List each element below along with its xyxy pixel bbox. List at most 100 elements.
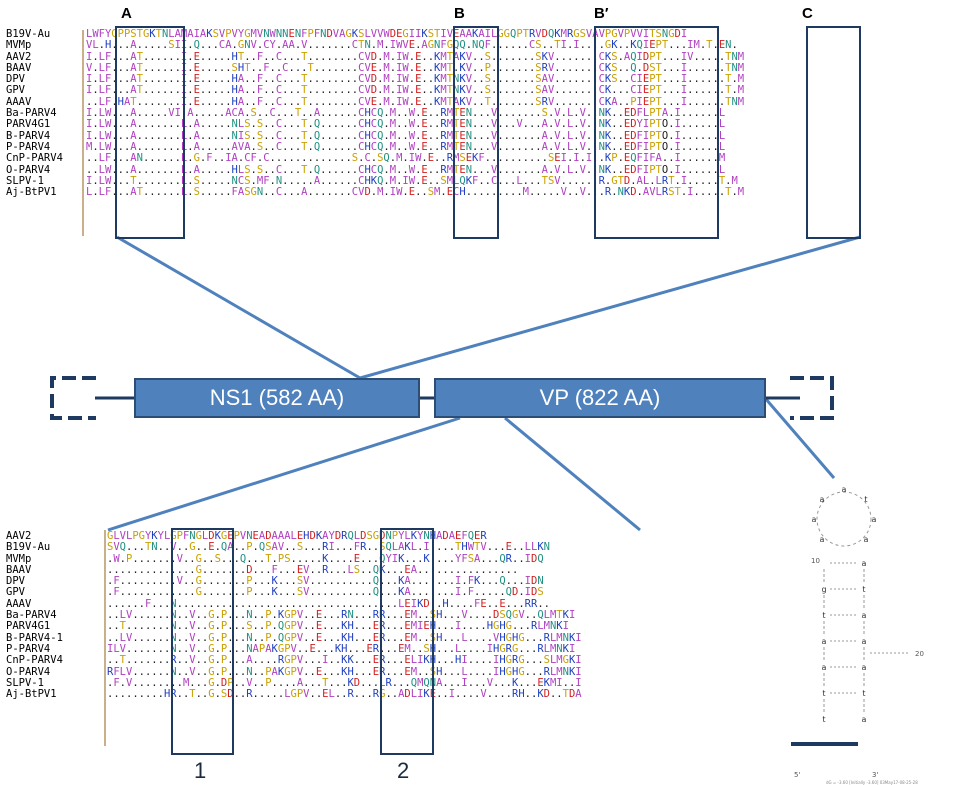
bottom-sequence-row: .F.........V..G.......P...K...SV........… (107, 575, 544, 588)
bottom-sequence-row: SVQ...TN..V..G..E.QA..P.QSAV..S...RI...F… (107, 541, 550, 554)
top-name-row: MVMp (6, 39, 32, 52)
hairpin-pos-10: 10 (811, 557, 820, 565)
motif-2-box (380, 528, 434, 755)
hairpin-base: a (862, 637, 867, 646)
top-sequence-row: VL.H...A.....SII.Q...CA.GNV.CY.AA.V.....… (86, 39, 738, 52)
site-Bprime-label: B′ (594, 5, 609, 22)
hairpin-base: a (862, 715, 867, 724)
site-A-box (115, 26, 185, 239)
motif-1-box (171, 528, 234, 755)
ns1-gene-block: NS1 (582 AA) (134, 378, 420, 418)
top-sequence-row: L.LF...AT......L.S.....FASGN..C...A.....… (86, 186, 745, 199)
bottom-name-row: P-PARV4 (6, 642, 51, 655)
connector-A (116, 235, 361, 380)
connector-hairpin (763, 397, 836, 479)
top-alignment-sequences: LWFYGPPSTGKTNLAMAIAKSVPVYGMVNWNNENFPFNDV… (86, 29, 964, 198)
bottom-name-row: O-PARV4 (6, 665, 51, 678)
top-name-row: B19V-Au (6, 28, 51, 40)
vp-gene-block: VP (822 AA) (434, 378, 766, 418)
bottom-name-row: B-PARV4-1 (6, 631, 63, 644)
vp-label: VP (822 AA) (539, 385, 661, 410)
bottom-alignment-divider (104, 530, 106, 746)
bottom-name-row: PARV4G1 (6, 620, 51, 633)
site-A-label: A (121, 5, 132, 22)
top-name-row: SLPV-1 (6, 174, 44, 187)
bottom-name-row: AAV2 (6, 530, 32, 542)
hairpin-base: a (842, 485, 847, 494)
ns1-label: NS1 (582 AA) (209, 385, 345, 410)
hairpin-base: t (822, 715, 825, 724)
hairpin-base: a (862, 559, 867, 568)
bottom-name-row: Aj-BtPV1 (6, 688, 57, 701)
bottom-sequence-row: .F.V........M...G.DP..V..P....A...T...KD… (107, 676, 582, 689)
hairpin-base: t (862, 689, 865, 698)
top-name-row: Ba-PARV4 (6, 107, 57, 120)
top-sequence-row: I.LF...AT......I.E.....HA..F..C...T.....… (86, 84, 745, 97)
bottom-sequence-row: .........HR..T..G.SD..R.....LGPV..EL..R.… (107, 688, 582, 701)
right-terminal-hairpin (790, 376, 834, 420)
top-name-row: DPV (6, 73, 25, 86)
hairpin-base: t (822, 689, 825, 698)
bottom-alignment-sequences: GLVLPGYKYLGPFNGLDKGEPVNEADAAALEHDKAYDRQL… (107, 531, 639, 700)
top-name-row: AAAV (6, 95, 32, 108)
top-name-row: Aj-BtPV1 (6, 186, 57, 199)
hairpin-5prime: 5' (794, 771, 800, 779)
bottom-name-row: MVMp (6, 552, 32, 565)
hairpin-base: t (864, 495, 867, 504)
site-C-label: C (802, 5, 813, 22)
hairpin-base: t (862, 585, 865, 594)
bottom-sequence-row: ..T.......N..V..G.P...S..P.QGPV..E...KH.… (107, 620, 569, 633)
hairpin-caption: dG = -3.60 [Initially -3.60] 03May17-08-… (826, 780, 918, 785)
bottom-name-row: CnP-PARV4 (6, 654, 63, 667)
top-name-row: O-PARV4 (6, 163, 51, 176)
top-sequence-row: ..LF.HAT.......I.E.....HA..F..C...T.....… (86, 95, 745, 108)
hairpin-pos-20: 20 (915, 650, 924, 658)
top-name-row: GPV (6, 84, 25, 97)
bottom-name-row: B19V-Au (6, 541, 51, 554)
hairpin-base: a (822, 663, 827, 672)
bottom-sequence-row: ......F...N.............................… (107, 597, 550, 610)
top-sequence-row: ..LW...A.......L.A.....HLS.S..C...T.Q...… (86, 163, 726, 176)
connector-C (359, 235, 861, 380)
top-sequence-row: I.LW...A.....VI.A.....ACA.S..C...T..A...… (86, 107, 726, 120)
top-sequence-row: ..LF...AN......L.G.F..IA.CF.C...........… (86, 152, 726, 165)
bottom-name-row: SLPV-1 (6, 676, 44, 689)
top-name-row: CnP-PARV4 (6, 152, 63, 165)
top-name-row: AAV2 (6, 50, 32, 63)
top-name-row: PARV4G1 (6, 118, 51, 131)
top-name-row: BAAV (6, 61, 32, 74)
hairpin-3prime: 3' (872, 771, 878, 779)
site-B-box (453, 26, 499, 239)
hairpin-base: a (812, 515, 817, 524)
hairpin-base: a (822, 637, 827, 646)
hairpin-base: g (821, 585, 826, 594)
hairpin-base: a (862, 611, 867, 620)
hairpin-base: t (822, 611, 825, 620)
top-name-row: B-PARV4 (6, 129, 51, 142)
bottom-name-row: GPV (6, 586, 25, 599)
hairpin-base: a (862, 663, 867, 672)
top-sequence-row: M.LW...A.......L.A.....AVA.S..C...T.Q...… (86, 140, 726, 153)
connector-vp-right (504, 416, 641, 532)
site-C-box (806, 26, 861, 239)
bottom-name-row: DPV (6, 575, 25, 588)
hairpin-base: a (820, 535, 825, 544)
bottom-sequence-row: ..LV......N..V..G.P...N..P.KGPV..E...RN.… (107, 609, 576, 622)
bottom-name-row: Ba-PARV4 (6, 609, 57, 622)
site-B-label: B (454, 5, 465, 22)
top-sequence-row: I.LF...AT......I.E.....HT..F..C...T.....… (86, 50, 745, 63)
top-sequence-row: LWFYGPPSTGKTNLAMAIAKSVPVYGMVNWNNENFPFNDV… (86, 29, 688, 40)
bottom-name-row: BAAV (6, 563, 32, 576)
hairpin-base: a (872, 515, 877, 524)
top-alignment-divider (82, 30, 84, 236)
hairpin-base: a (864, 535, 869, 544)
motif-2-label: 2 (397, 758, 410, 783)
bottom-sequence-row: ..T.......R..V..G.P...A....RGPV...I..KK.… (107, 654, 582, 667)
connector-vp-left (107, 416, 461, 532)
top-sequence-row: I.LW...A.......L.A.....NIS.S..C...T.Q...… (86, 129, 726, 142)
top-name-row: P-PARV4 (6, 140, 51, 153)
site-Bprime-box (594, 26, 719, 239)
hairpin-base: a (820, 495, 825, 504)
